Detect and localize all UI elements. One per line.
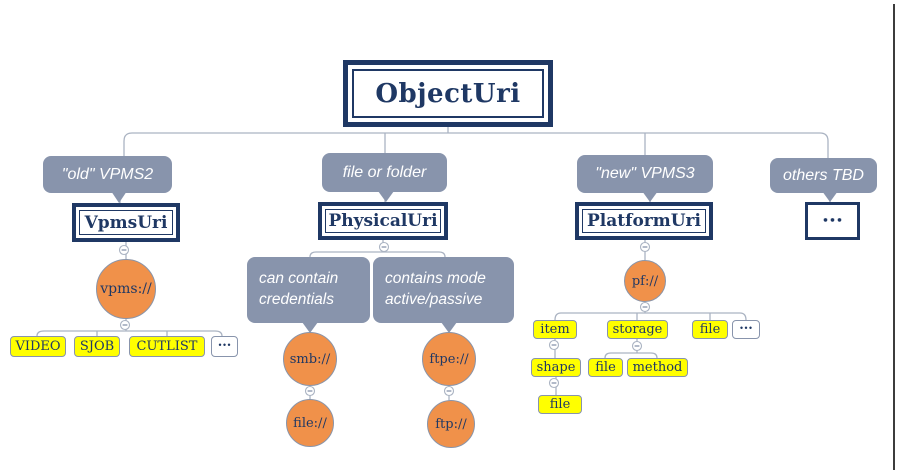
leaf-label: ... <box>739 317 753 333</box>
leaf-storage-file[interactable]: file <box>588 358 623 377</box>
callout-contains-mode[interactable]: contains mode active/passive <box>373 257 514 323</box>
callout-pointer <box>441 322 457 333</box>
collapse-toggle[interactable] <box>304 385 316 397</box>
slide-right-edge-line <box>893 4 895 470</box>
node-label-objecturi: ObjectUri <box>352 69 544 118</box>
scheme-circle-file-smb[interactable]: file:// <box>286 399 334 447</box>
leaf-label: ... <box>217 334 232 350</box>
leaf-cutlist[interactable]: CUTLIST <box>129 336 205 357</box>
node-box-vpmsuri[interactable]: VpmsUri <box>72 203 180 242</box>
node-box-objecturi[interactable]: ObjectUri <box>343 60 553 127</box>
leaf-method[interactable]: method <box>627 358 688 377</box>
node-label-physicaluri: PhysicalUri <box>325 209 441 233</box>
leaf-storage[interactable]: storage <box>607 320 668 339</box>
collapse-toggle[interactable] <box>119 319 131 331</box>
callout-pointers <box>111 191 838 333</box>
collapse-toggle[interactable] <box>548 377 560 389</box>
callout-old-vpms2[interactable]: "old" VPMS2 <box>43 156 172 193</box>
node-box-others-ellipsis[interactable]: ... <box>805 202 860 240</box>
callout-can-contain-credentials[interactable]: can contain credentials <box>247 257 370 323</box>
node-box-physicaluri[interactable]: PhysicalUri <box>318 202 448 240</box>
leaf-ellipsis[interactable]: ... <box>211 334 238 357</box>
callout-pointer <box>302 322 318 333</box>
collapse-toggle[interactable] <box>639 241 651 253</box>
leaf-item[interactable]: item <box>533 320 577 339</box>
leaf-sjob[interactable]: SJOB <box>74 336 120 357</box>
callout-pointer <box>111 191 127 203</box>
callout-pointer <box>822 191 838 202</box>
collapse-toggle[interactable] <box>548 339 560 351</box>
node-label: ... <box>822 202 843 227</box>
leaf-file[interactable]: file <box>692 320 728 339</box>
callout-pointer <box>378 191 394 202</box>
collapse-toggle[interactable] <box>631 340 643 352</box>
collapse-toggle[interactable] <box>443 385 455 397</box>
leaf-video[interactable]: VIDEO <box>10 336 66 357</box>
scheme-circle-ftp[interactable]: ftp:// <box>427 400 475 448</box>
callout-others-tbd[interactable]: others TBD <box>770 158 877 193</box>
node-label-platformuri: PlatformUri <box>582 209 706 233</box>
collapse-toggle[interactable] <box>118 244 130 256</box>
leaf-shape-file[interactable]: file <box>538 395 582 414</box>
collapse-toggle[interactable] <box>378 241 390 253</box>
scheme-circle-ftpe[interactable]: ftpe:// <box>422 332 476 386</box>
callout-new-vpms3[interactable]: "new" VPMS3 <box>577 155 713 193</box>
node-label-vpmsuri: VpmsUri <box>79 210 173 235</box>
callout-pointer <box>642 191 658 202</box>
node-box-platformuri[interactable]: PlatformUri <box>575 202 713 240</box>
scheme-circle-smb[interactable]: smb:// <box>283 332 337 386</box>
callout-file-or-folder[interactable]: file or folder <box>322 153 447 192</box>
leaf-shape[interactable]: shape <box>531 358 581 377</box>
collapse-toggles <box>118 241 651 397</box>
leaf-ellipsis[interactable]: ... <box>732 317 760 339</box>
scheme-circle-pf[interactable]: pf:// <box>624 260 666 302</box>
scheme-circle-vpms[interactable]: vpms:// <box>96 259 156 319</box>
collapse-toggle[interactable] <box>639 301 651 313</box>
